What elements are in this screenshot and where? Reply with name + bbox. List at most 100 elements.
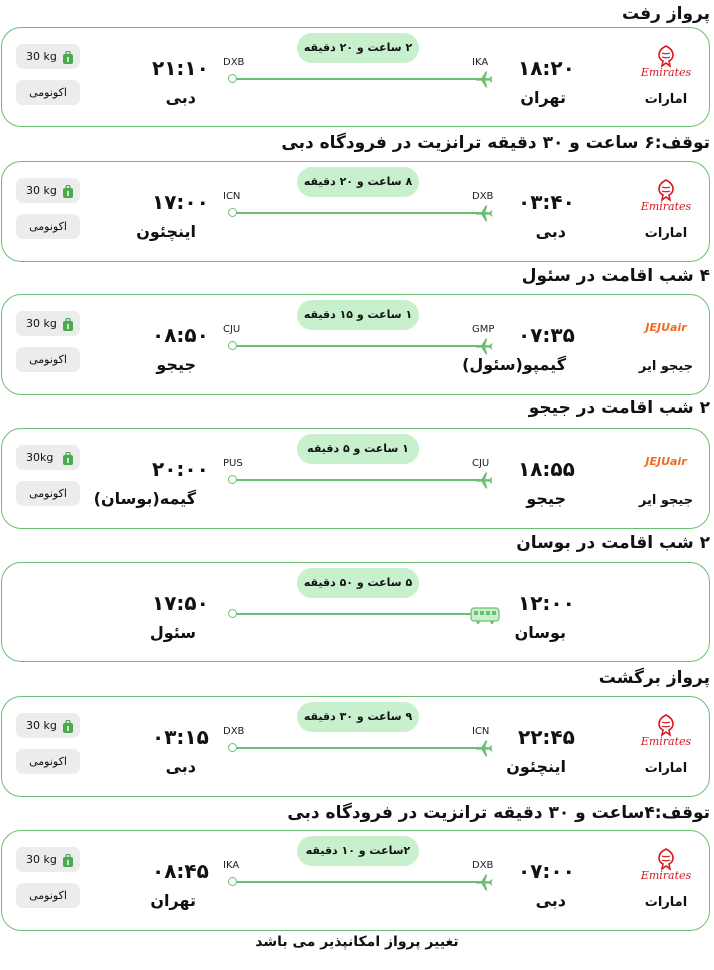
airline-logo-text: Emirates	[640, 735, 692, 748]
arrival-time: ۲۰:۰۰	[152, 457, 209, 481]
luggage-icon	[62, 183, 74, 198]
duration-pill: ۸ ساعت و ۲۰ دقیقه	[297, 167, 419, 197]
departure-code: IKA	[472, 57, 489, 68]
luggage-icon	[62, 49, 74, 64]
flight-card[interactable]: JEJUair جیجو ایر CJU PUS ۱۸:۵۵ جیجو ۲۰:۰۰ گیمه(…	[1, 428, 710, 529]
baggage-badge: 30 kg	[16, 311, 80, 336]
departure-city: اینچئون	[506, 757, 566, 776]
airline-logo-text: Emirates	[640, 200, 692, 213]
departure-code: GMP	[472, 324, 495, 335]
departure-code: ICN	[472, 726, 490, 737]
route-dot	[228, 74, 237, 83]
route-line	[234, 747, 484, 749]
duration-pill: ۵ ساعت و ۵۰ دقیقه	[297, 568, 419, 598]
luggage-icon	[62, 450, 74, 465]
heading-return: پرواز برگشت	[598, 668, 710, 688]
emirates-logo-icon	[653, 44, 679, 68]
airline-logo: Emirates امارات	[629, 845, 703, 925]
baggage-badge: 30kg	[16, 445, 80, 470]
departure-city: دبی	[535, 891, 566, 910]
airline-name: امارات	[644, 226, 688, 241]
cabin-class-badge: اکونومی	[16, 80, 80, 105]
baggage-badge: 30 kg	[16, 847, 80, 872]
baggage-weight: 30 kg	[26, 317, 57, 330]
heading-stay-busan: ۲ شب اقامت در بوسان	[516, 533, 710, 553]
arrival-code: CJU	[223, 324, 241, 335]
heading-stay-jeju: ۲ شب اقامت در جیجو	[528, 398, 710, 418]
airline-logo-text: Emirates	[640, 869, 692, 882]
airline-logo-text: JEJUair	[645, 321, 687, 334]
departure-city: بوسان	[514, 623, 566, 642]
arrival-code: PUS	[223, 458, 243, 469]
arrival-time: ۰۸:۴۵	[152, 859, 209, 883]
emirates-logo-icon	[653, 178, 679, 202]
route-dot	[228, 877, 237, 886]
route-line	[234, 479, 484, 481]
cabin-class-badge: اکونومی	[16, 481, 80, 506]
departure-time: ۱۲:۰۰	[518, 591, 575, 615]
duration-pill: ۲ساعت و ۱۰ دقیقه	[297, 836, 419, 866]
baggage-badge: 30 kg	[16, 44, 80, 69]
arrival-time: ۱۷:۰۰	[152, 190, 209, 214]
duration-pill: ۱ ساعت و ۵ دقیقه	[297, 434, 419, 464]
cabin-class-badge: اکونومی	[16, 883, 80, 908]
luggage-icon	[62, 852, 74, 867]
airline-name: امارات	[644, 895, 688, 910]
baggage-weight: 30 kg	[26, 50, 57, 63]
route-dot	[228, 475, 237, 484]
plane-icon	[474, 69, 494, 89]
departure-time: ۱۸:۲۰	[518, 56, 575, 80]
route-line	[234, 78, 484, 80]
plane-icon	[474, 470, 494, 490]
departure-code: CJU	[472, 458, 490, 469]
airline-logo: JEJUair جیجو ایر	[629, 443, 703, 523]
departure-code: DXB	[472, 860, 494, 871]
arrival-code: ICN	[223, 191, 241, 202]
arrival-time: ۱۷:۵۰	[152, 591, 209, 615]
heading-stay-seoul: ۴ شب اقامت در سئول	[521, 266, 710, 286]
train-icon	[470, 605, 500, 625]
cabin-class-badge: اکونومی	[16, 749, 80, 774]
airline-name: جیجو ایر	[638, 493, 694, 508]
route-dot	[228, 609, 237, 618]
arrival-code: DXB	[223, 726, 245, 737]
airline-logo-text: JEJUair	[645, 455, 687, 468]
baggage-weight: 30 kg	[26, 719, 57, 732]
route-dot	[228, 341, 237, 350]
baggage-weight: 30 kg	[26, 184, 57, 197]
route-line	[234, 345, 484, 347]
footer-note: تغییر پرواز امکانپذیر می باشد	[255, 934, 459, 950]
route-dot	[228, 208, 237, 217]
plane-icon	[474, 872, 494, 892]
departure-time: ۱۸:۵۵	[518, 457, 575, 481]
route-dot	[228, 743, 237, 752]
departure-time: ۰۳:۴۰	[518, 190, 575, 214]
cabin-class-badge: اکونومی	[16, 214, 80, 239]
departure-city: جیجو	[526, 489, 566, 508]
luggage-icon	[62, 316, 74, 331]
departure-time: ۰۷:۳۵	[518, 323, 575, 347]
arrival-code: DXB	[223, 57, 245, 68]
duration-pill: ۱ ساعت و ۱۵ دقیقه	[297, 300, 419, 330]
emirates-logo-icon	[653, 713, 679, 737]
arrival-code: IKA	[223, 860, 240, 871]
duration-pill: ۹ ساعت و ۳۰ دقیقه	[297, 702, 419, 732]
baggage-weight: 30 kg	[26, 853, 57, 866]
plane-icon	[474, 336, 494, 356]
heading-stopover-dubai: توقف:۶ ساعت و ۳۰ دقیقه ترانزیت در فرودگا…	[281, 133, 710, 153]
arrival-city: گیمه(بوسان)	[93, 489, 196, 508]
arrival-city: تهران	[150, 891, 196, 910]
route-line	[234, 613, 484, 615]
heading-outbound: پرواز رفت	[622, 4, 710, 24]
arrival-time: ۰۳:۱۵	[152, 725, 209, 749]
route-line	[234, 212, 484, 214]
